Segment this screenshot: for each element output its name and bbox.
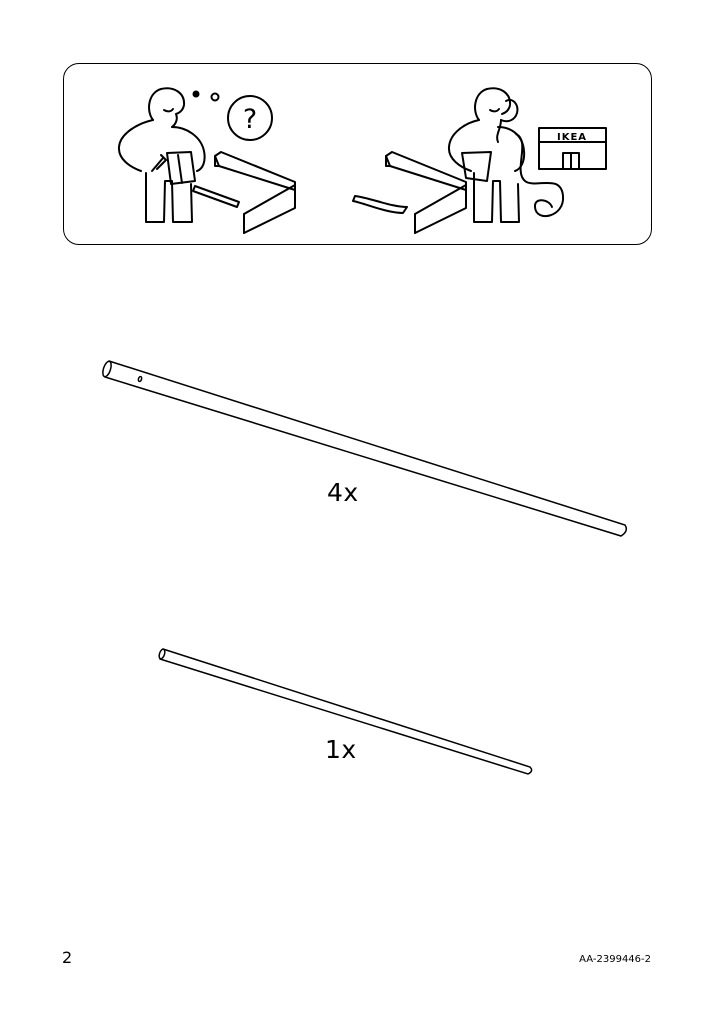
help-contact-panel: ? IKEA — [63, 63, 652, 245]
quantity-label: 4x — [327, 478, 359, 507]
long-rod-part — [102, 360, 628, 537]
ikea-store-icon — [538, 127, 607, 170]
document-code: AA-2399446-2 — [579, 954, 651, 965]
short-rod-part — [158, 648, 533, 775]
loose-boards-icon — [352, 151, 467, 234]
page-number: 2 — [62, 948, 73, 967]
loose-boards-icon — [192, 151, 296, 234]
question-mark-text: ? — [243, 104, 257, 135]
thought-dot-icon — [192, 90, 200, 98]
help-illustration: ? IKEA — [117, 87, 607, 234]
phoning-person-figure — [447, 87, 565, 223]
quantity-label: 1x — [325, 735, 357, 764]
store-sign-text: IKEA — [557, 132, 587, 143]
confused-person-figure — [117, 87, 206, 223]
rod-hole-icon — [137, 375, 143, 383]
question-bubble-icon — [227, 95, 273, 141]
thought-dot-icon — [210, 92, 220, 102]
